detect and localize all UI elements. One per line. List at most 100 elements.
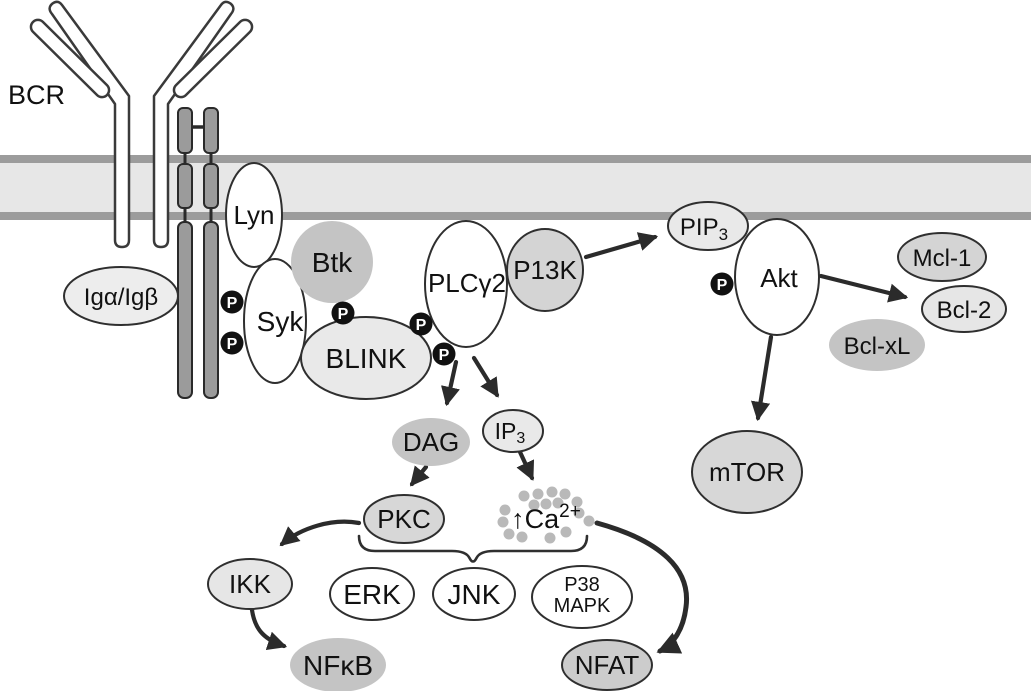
igb-cyto-tail	[203, 221, 219, 399]
lyn-label: Lyn	[234, 200, 275, 230]
syk-ellipse	[243, 258, 307, 384]
node-ikk: IKK	[207, 558, 293, 610]
mcl1-ellipse	[897, 232, 987, 282]
p38-label-line2: MAPK	[554, 595, 611, 617]
node-mcl1: Mcl-1	[897, 232, 987, 282]
node-erk: ERK	[329, 567, 415, 621]
plcg2-ellipse	[424, 220, 508, 348]
node-btk: Btk	[291, 221, 373, 303]
node-blink: BLINK	[300, 316, 432, 400]
phospho-p: P	[227, 336, 238, 353]
jnk-label: JNK	[448, 579, 501, 610]
arrow-akt-to-bcl2	[818, 273, 909, 303]
node-iga-igb: Igα/Igβ	[63, 266, 179, 326]
p13k-label: P13K	[513, 255, 577, 285]
calcium-label: ↑Ca2+	[511, 501, 581, 534]
membrane-inner-leaflet	[0, 212, 1031, 220]
nfat-label: NFAT	[575, 650, 640, 680]
signal-arrows	[249, 232, 909, 654]
arrow-ikk-to-nfkb	[249, 607, 288, 651]
arrow-plcg2-to-dag	[441, 359, 460, 407]
dag-label: DAG	[403, 427, 459, 457]
calcium-ion-dots	[497, 486, 595, 544]
blink-label: BLINK	[326, 343, 407, 374]
brace-pkc-ca	[357, 534, 589, 563]
ikk-ellipse	[207, 558, 293, 610]
iga-ecto-domain	[177, 107, 193, 154]
node-p13k: P13K	[506, 228, 584, 312]
arrow-plcg2-to-ip3	[471, 355, 500, 398]
phospho-p: P	[439, 347, 450, 364]
bcr-title-label: BCR	[8, 80, 65, 110]
phospho-p: P	[717, 277, 728, 294]
bcl2-ellipse	[921, 285, 1007, 333]
calcium-flux: ↑Ca2+	[497, 486, 595, 544]
iga-tm-domain	[177, 163, 193, 209]
node-syk: Syk	[243, 258, 307, 384]
nfkb-label: NFκB	[303, 650, 373, 681]
phospho-badge-plcg2-1: P	[409, 312, 433, 336]
membrane-outer-leaflet	[0, 155, 1031, 163]
nfat-ellipse	[561, 639, 653, 691]
akt-ellipse	[734, 218, 820, 336]
pip3-label: PIP3	[680, 214, 728, 244]
p13k-ellipse	[506, 228, 584, 312]
phospho-badge-syk-2: P	[220, 331, 244, 355]
bcl2-label: Bcl-2	[937, 297, 992, 324]
phospho-p: P	[227, 295, 238, 312]
arrow-dag-to-pkc	[409, 464, 430, 487]
mcl1-label: Mcl-1	[913, 245, 972, 272]
node-dag: DAG	[392, 418, 470, 466]
nfkb-ellipse	[290, 638, 386, 691]
node-akt: Akt	[734, 218, 820, 336]
light-chain-right	[172, 18, 254, 99]
phospho-p: P	[338, 306, 349, 323]
mtor-ellipse	[691, 430, 803, 514]
pkc-ellipse	[363, 494, 445, 544]
phospho-badges: P P P P P P	[220, 272, 734, 366]
iga-igb-label: Igα/Igβ	[84, 284, 158, 311]
node-jnk: JNK	[432, 567, 516, 621]
igb-ecto-domain	[203, 107, 219, 154]
node-mtor: mTOR	[691, 430, 803, 514]
btk-circle	[291, 221, 373, 303]
node-lyn: Lyn	[225, 162, 283, 268]
node-pip3: PIP3	[667, 201, 749, 251]
bclxl-label: Bcl-xL	[844, 333, 911, 360]
blink-ellipse	[300, 316, 432, 400]
dag-ellipse	[392, 418, 470, 466]
phospho-badge-syk-1: P	[220, 290, 244, 314]
btk-label: Btk	[312, 247, 353, 278]
erk-ellipse	[329, 567, 415, 621]
iga-igb-ellipse	[63, 266, 179, 326]
phospho-badge-akt: P	[710, 272, 734, 296]
arrow-pkc-to-ikk	[279, 519, 362, 547]
p38-label-line1: P38	[564, 574, 600, 596]
node-ip3: IP3	[482, 409, 544, 453]
arrow-ca-to-nfat	[594, 520, 690, 654]
membrane-band	[0, 163, 1031, 212]
node-nfkb: NFκB	[290, 638, 386, 691]
ip3-ellipse	[482, 409, 544, 453]
erk-label: ERK	[343, 579, 401, 610]
node-plcg2: PLCγ2	[424, 220, 508, 348]
node-bcl2: Bcl-2	[921, 285, 1007, 333]
akt-label: Akt	[760, 263, 798, 293]
heavy-chain-right	[152, 0, 235, 249]
phospho-badge-blink: P	[331, 301, 355, 325]
bcr-receptor	[29, 0, 254, 249]
arrow-akt-to-mtor	[751, 334, 774, 422]
node-bclxl: Bcl-xL	[829, 319, 925, 371]
p38-mapk-ellipse	[531, 565, 633, 629]
ikk-label: IKK	[229, 569, 272, 599]
igb-tm-domain	[203, 163, 219, 209]
heavy-chain-left	[48, 0, 131, 249]
jnk-ellipse	[432, 567, 516, 621]
plcg2-label: PLCγ2	[428, 268, 506, 298]
syk-label: Syk	[257, 306, 305, 337]
pip3-ellipse	[667, 201, 749, 251]
lyn-ellipse	[225, 162, 283, 268]
node-pkc: PKC	[363, 494, 445, 544]
